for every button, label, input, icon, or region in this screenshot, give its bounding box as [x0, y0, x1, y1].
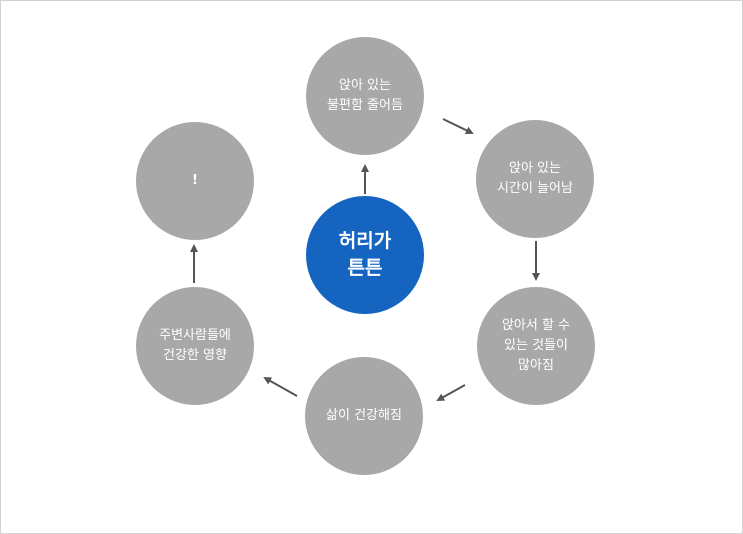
arrow-top-to-top-right: [442, 118, 474, 134]
node-top: 앉아 있는 불편함 줄어듬: [306, 37, 424, 155]
node-bottom-right: 앉아서 할 수 있는 것들이 많아짐: [477, 287, 595, 405]
node-bottom: 삶이 건강해짐: [305, 357, 423, 475]
node-bottom-left: 주변사람들에 건강한 영향: [136, 287, 254, 405]
arrow-bottom-right-to-bottom: [436, 384, 466, 401]
arrow-bottom-to-bottom-left: [263, 377, 298, 397]
center-node: 허리가 튼튼: [306, 196, 424, 314]
node-top-right: 앉아 있는 시간이 늘어남: [476, 120, 594, 238]
node-top-left: !: [136, 122, 254, 240]
